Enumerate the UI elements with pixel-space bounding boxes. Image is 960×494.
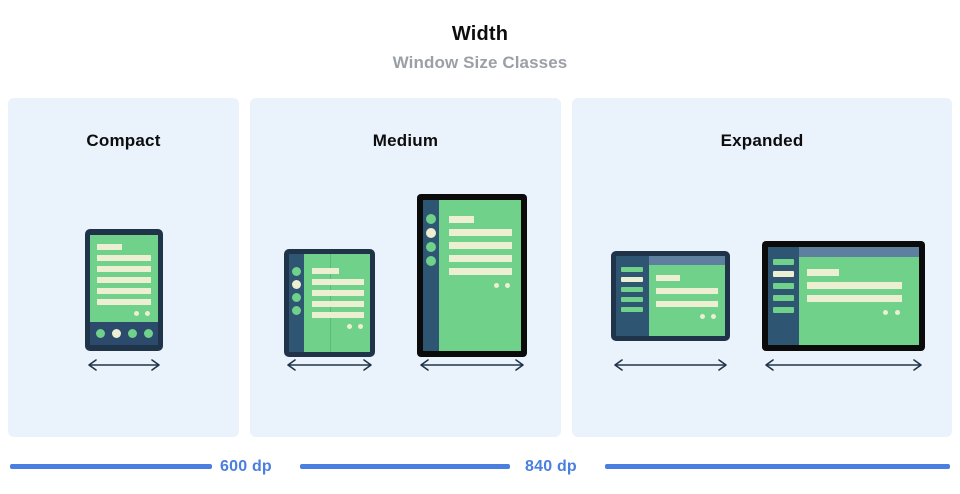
rail-bar[interactable]	[621, 267, 643, 272]
rail-bar-active[interactable]	[773, 271, 794, 277]
content-line-title	[97, 244, 122, 250]
rail-bar[interactable]	[773, 307, 794, 313]
content-dot	[700, 314, 705, 319]
tablet-portrait-screen	[423, 200, 521, 351]
tablet-nav-rail	[616, 256, 649, 336]
content-line	[807, 295, 902, 302]
content-line	[312, 279, 364, 285]
content-dot	[145, 311, 150, 316]
content-line	[656, 288, 718, 294]
content-dot	[358, 324, 363, 329]
panel-title-expanded: Expanded	[720, 131, 804, 150]
content-line	[97, 266, 151, 272]
content-dot	[711, 314, 716, 319]
phone-screen	[90, 235, 158, 345]
rail-bar[interactable]	[773, 283, 794, 289]
width-arrow-tablet-landscape-large	[764, 357, 923, 373]
double-headed-horizontal-arrow-icon	[420, 359, 524, 371]
panel-medium: Medium	[250, 98, 561, 437]
width-arrow-foldable	[286, 357, 373, 373]
breakpoint-rule-right	[605, 464, 950, 469]
content-line-title	[312, 268, 339, 274]
content-line	[97, 277, 151, 283]
device-tablet-landscape-small	[611, 251, 730, 341]
foldable-nav-rail	[289, 254, 304, 352]
page-subtitle: Window Size Classes	[392, 53, 568, 72]
content-line-title	[449, 216, 474, 223]
content-line-title	[656, 275, 680, 281]
content-line	[807, 282, 902, 289]
panel-title-compact: Compact	[86, 131, 161, 150]
width-arrow-tablet-portrait	[419, 357, 525, 373]
content-line	[97, 299, 151, 305]
tablet-nav-rail	[768, 247, 799, 345]
rail-bar[interactable]	[773, 295, 794, 301]
content-dot	[494, 283, 499, 288]
rail-dot-active[interactable]	[292, 280, 301, 289]
double-headed-horizontal-arrow-icon	[614, 359, 727, 371]
breakpoint-rule-left	[10, 464, 212, 469]
breakpoint-label-600: 600 dp	[220, 458, 272, 475]
foldable-screen	[289, 254, 370, 352]
content-line	[449, 242, 512, 249]
content-line	[312, 301, 364, 307]
double-headed-horizontal-arrow-icon	[765, 359, 922, 371]
device-tablet-portrait	[417, 194, 527, 357]
rail-dot[interactable]	[292, 267, 301, 276]
panel-compact: Compact	[8, 98, 239, 437]
panel-title-medium: Medium	[372, 131, 439, 150]
tablet-landscape-large-screen	[768, 247, 919, 345]
device-foldable	[284, 249, 375, 357]
double-headed-horizontal-arrow-icon	[287, 359, 372, 371]
content-dot	[895, 310, 900, 315]
rail-bar[interactable]	[621, 287, 643, 292]
width-arrow-phone	[87, 357, 161, 373]
breakpoint-label-840: 840 dp	[525, 458, 577, 475]
panel-expanded: Expanded	[572, 98, 952, 437]
app-top-bar	[799, 247, 919, 257]
page-title: Width	[451, 23, 509, 45]
device-tablet-landscape-large	[762, 241, 925, 351]
diagram-header: Width Window Size Classes	[0, 22, 960, 74]
nav-dot[interactable]	[96, 329, 105, 338]
content-dot	[347, 324, 352, 329]
rail-dot[interactable]	[426, 242, 436, 252]
content-line	[97, 288, 151, 294]
tablet-nav-rail	[423, 200, 439, 351]
content-line	[449, 255, 512, 262]
content-line	[449, 268, 512, 275]
content-line	[656, 301, 718, 307]
content-dot	[883, 310, 888, 315]
nav-dot[interactable]	[128, 329, 137, 338]
rail-bar-active[interactable]	[621, 277, 643, 282]
content-line	[312, 312, 364, 318]
content-dot	[134, 311, 139, 316]
rail-bar[interactable]	[773, 259, 794, 265]
nav-dot[interactable]	[144, 329, 153, 338]
rail-dot[interactable]	[292, 293, 301, 302]
size-class-panels: Compact	[8, 98, 952, 437]
app-top-bar	[649, 256, 725, 265]
breakpoint-scale: 600 dp 840 dp	[0, 452, 960, 486]
content-line	[312, 290, 364, 296]
width-arrow-tablet-landscape-small	[613, 357, 728, 373]
rail-dot-active[interactable]	[426, 228, 436, 238]
tablet-landscape-small-screen	[616, 256, 725, 336]
rail-dot[interactable]	[426, 256, 436, 266]
device-phone	[85, 229, 163, 351]
rail-bar[interactable]	[621, 307, 643, 312]
double-headed-horizontal-arrow-icon	[88, 359, 160, 371]
content-dot	[505, 283, 510, 288]
rail-dot[interactable]	[292, 306, 301, 315]
rail-bar[interactable]	[621, 297, 643, 302]
rail-dot[interactable]	[426, 214, 436, 224]
breakpoint-rule-middle	[300, 464, 510, 469]
content-line	[97, 255, 151, 261]
content-line	[449, 229, 512, 236]
phone-bottom-nav	[90, 322, 158, 345]
content-line-title	[807, 269, 839, 276]
nav-dot-active[interactable]	[112, 329, 121, 338]
